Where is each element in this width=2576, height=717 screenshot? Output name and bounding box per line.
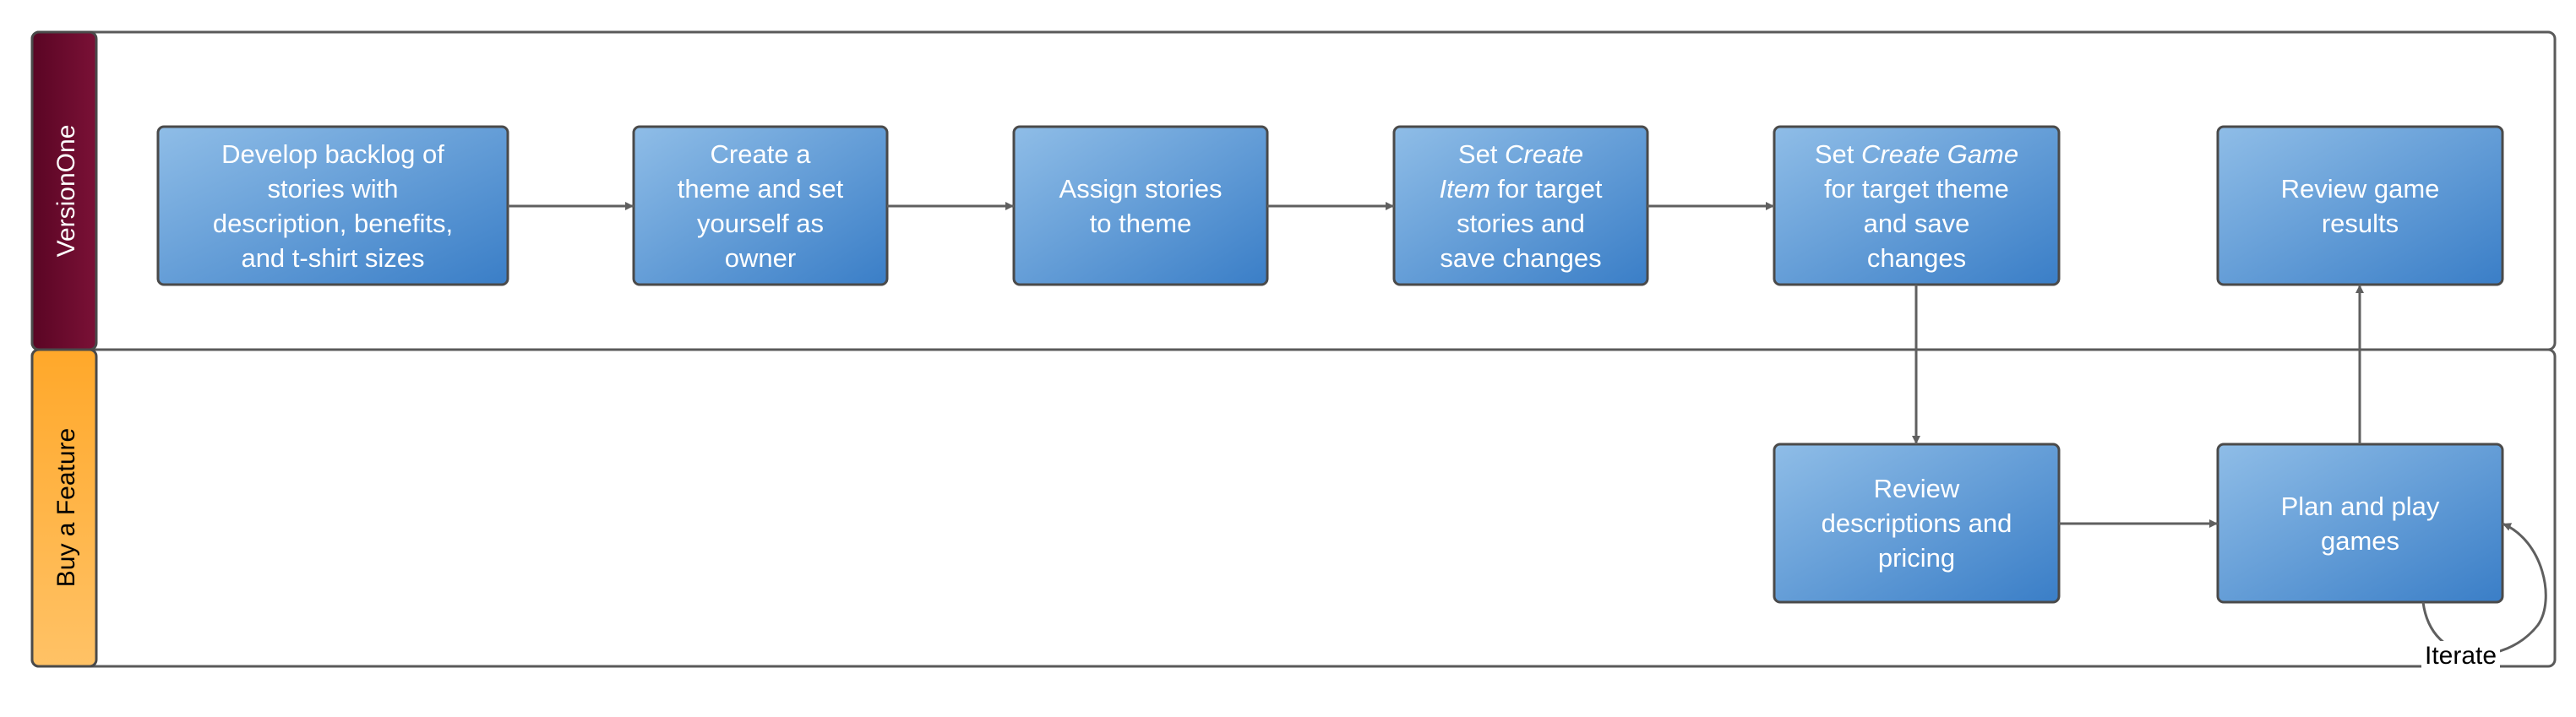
node-set-create-item-box[interactable]: [1392, 125, 1649, 286]
node-develop-backlog-box[interactable]: [156, 125, 509, 286]
node-assign-stories-box[interactable]: [1012, 125, 1269, 286]
node-review-game-results-box[interactable]: [2216, 125, 2504, 286]
node-plan-and-play-box[interactable]: [2216, 443, 2504, 604]
lane-buy-a-feature-label: Buy a Feature: [52, 428, 80, 587]
lane-versionone-label: VersionOne: [52, 125, 80, 258]
node-set-create-game-box[interactable]: [1773, 125, 2061, 286]
iterate-loop-label: Iterate: [2421, 641, 2501, 671]
node-review-descriptions-box[interactable]: [1773, 443, 2061, 604]
lane-buy-a-feature-header: [30, 348, 98, 668]
node-create-theme-box[interactable]: [632, 125, 889, 286]
lane-buy-a-feature-frame: [30, 348, 2557, 668]
